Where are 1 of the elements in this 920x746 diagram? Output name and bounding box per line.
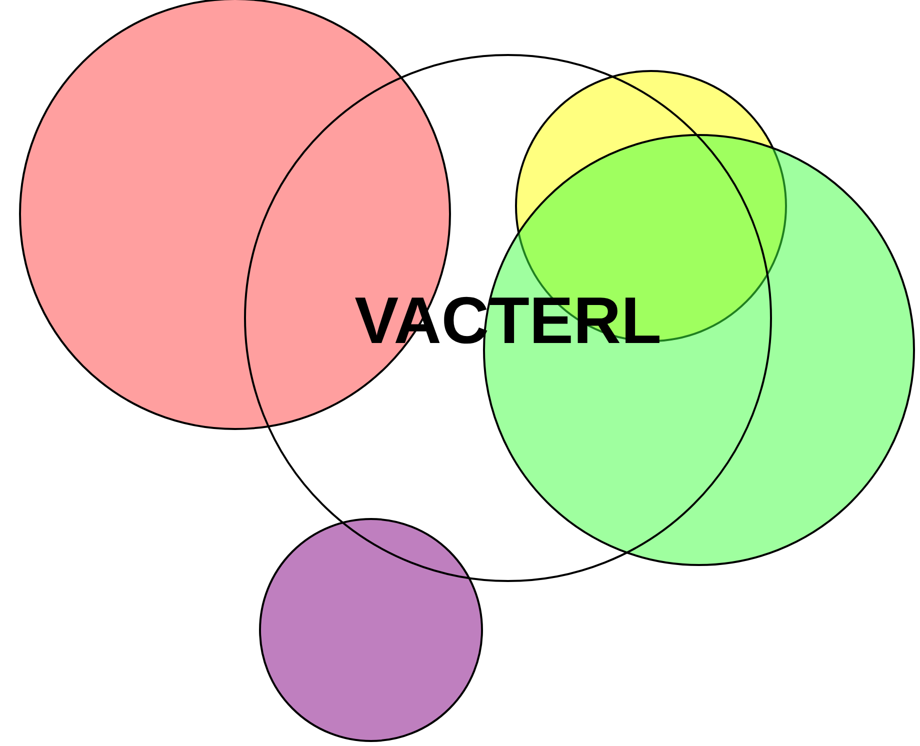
circle — [244, 54, 772, 582]
